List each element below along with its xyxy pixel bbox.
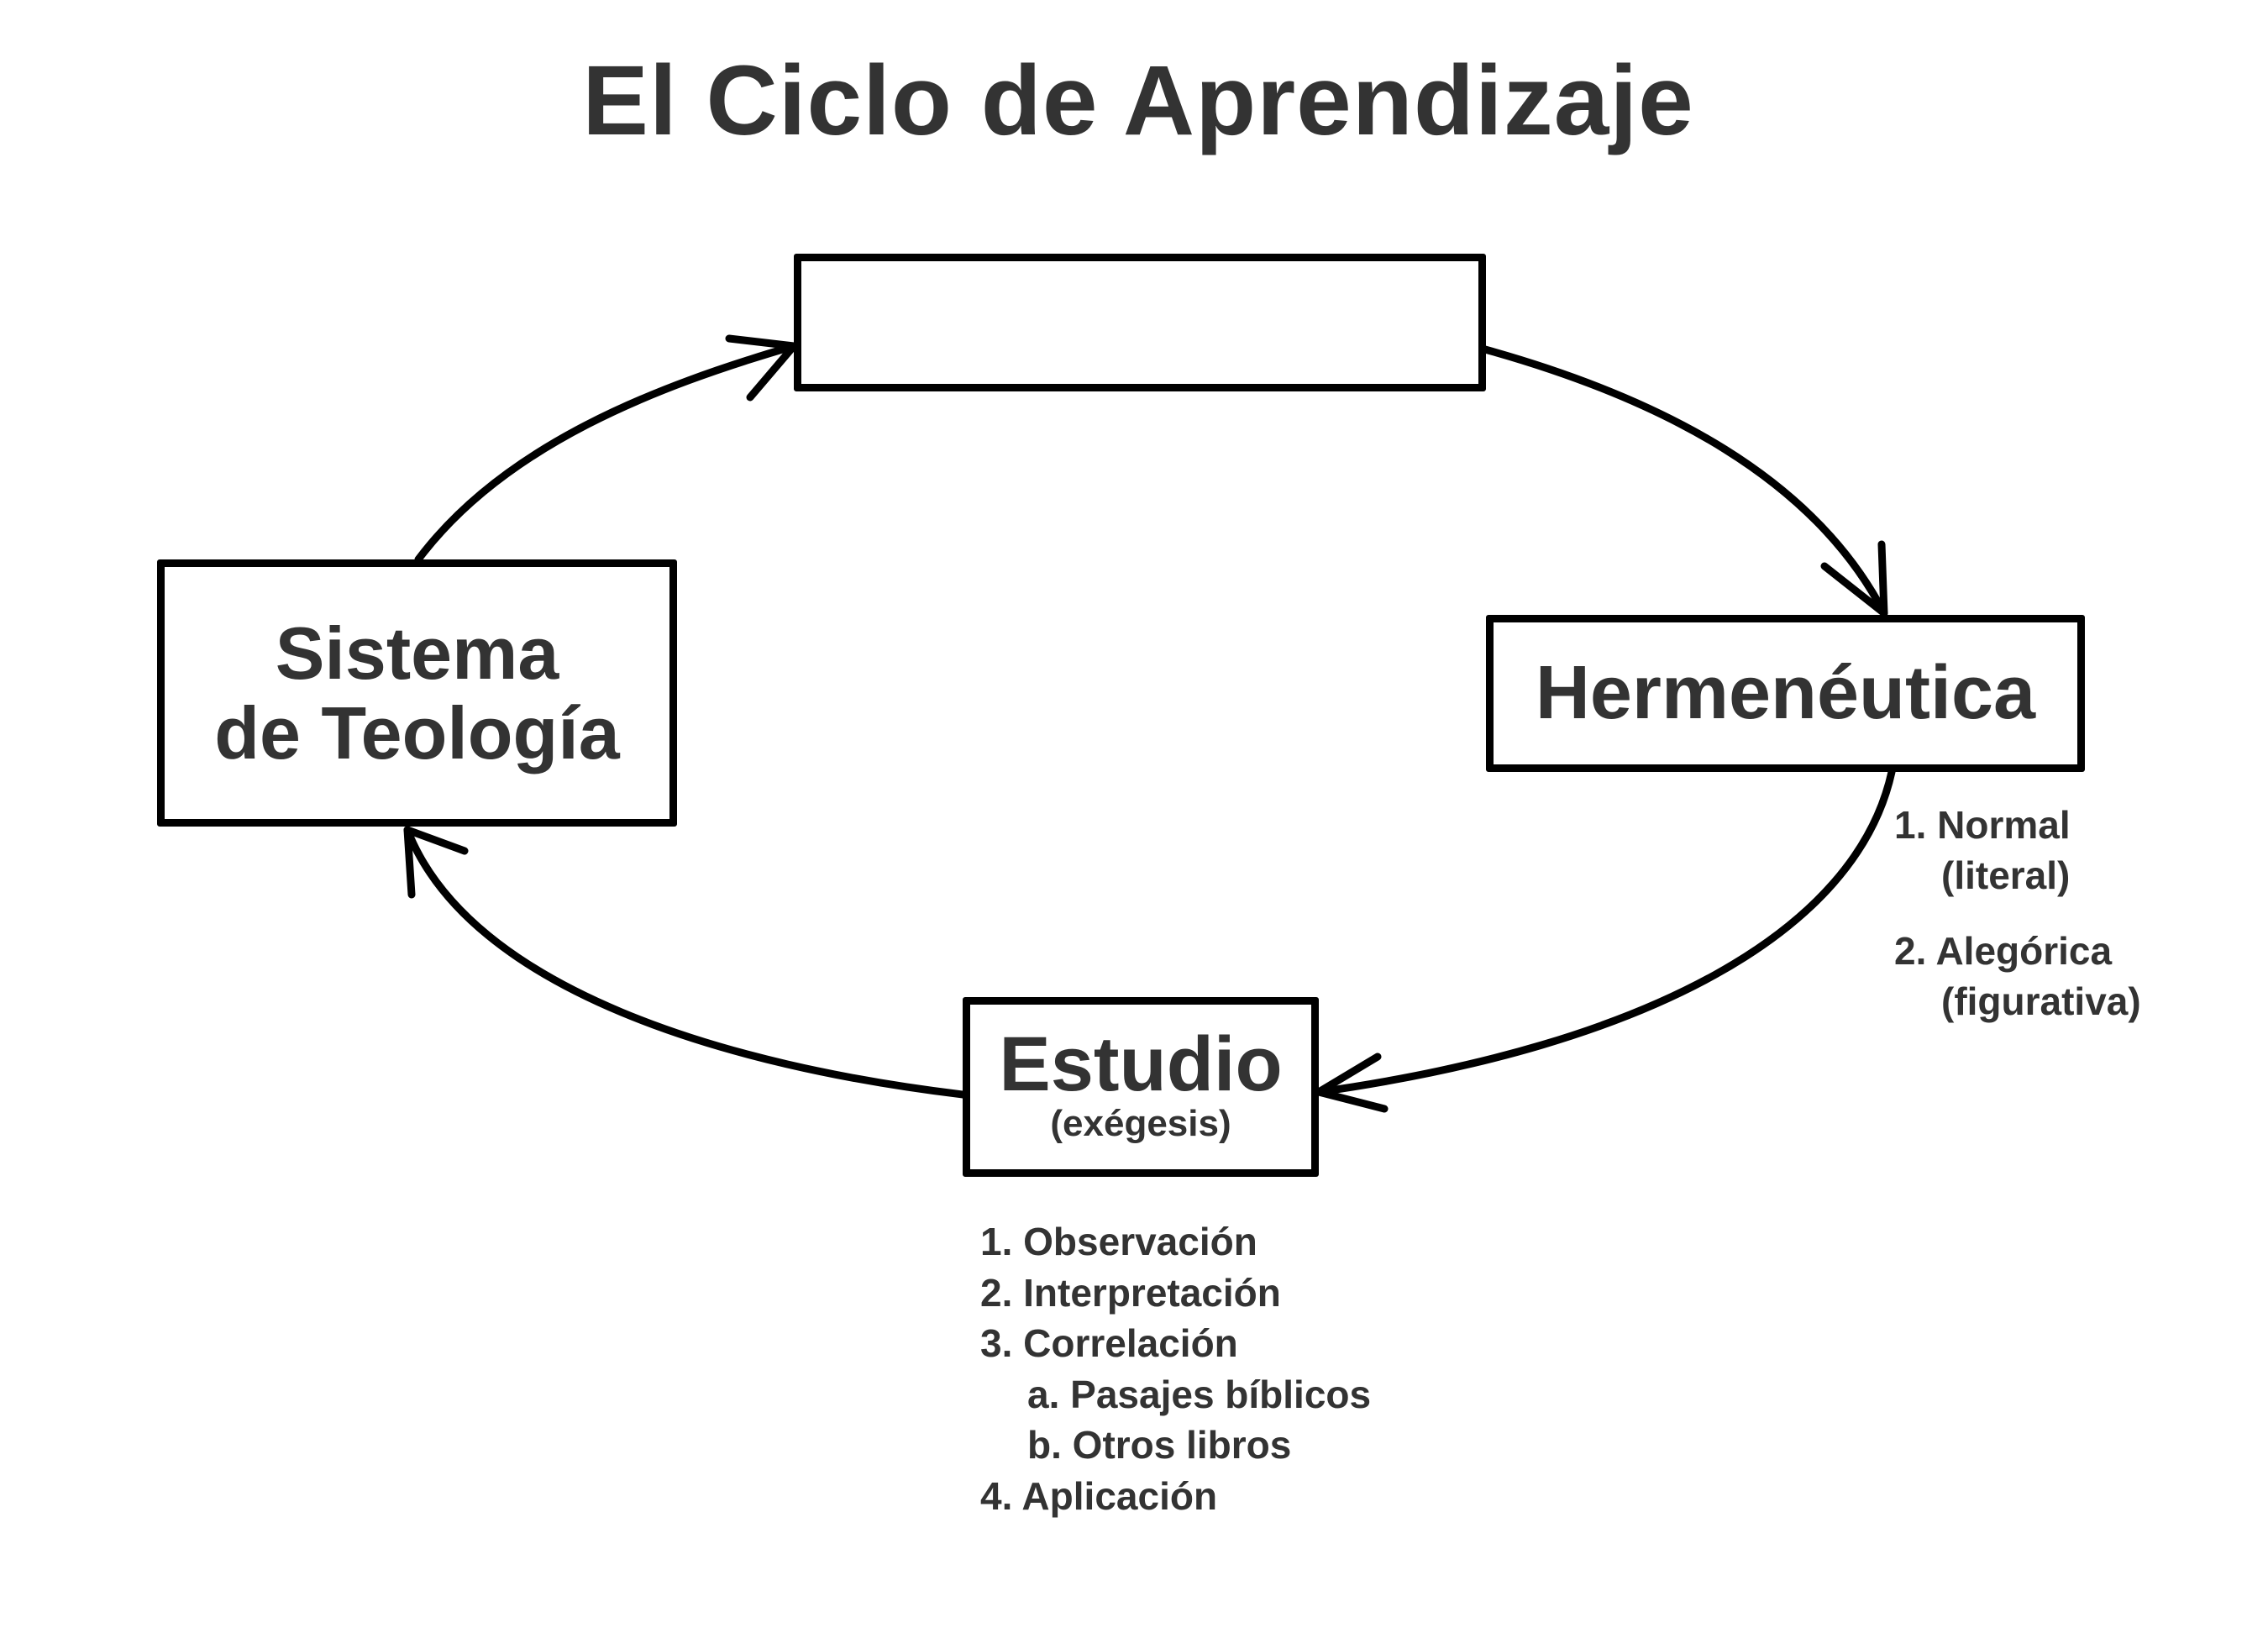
list-item-text: Alegórica (1935, 929, 2113, 973)
arrowhead-bottom (1315, 1053, 1389, 1113)
estudio-list: 1. Observación 2. Interpretación 3. Correl… (980, 1216, 1371, 1521)
list-item: 4. Aplicación (980, 1473, 1218, 1518)
node-estudio: Estudio (exégesis) (963, 997, 1319, 1177)
node-left-line2: de Teología (214, 691, 620, 774)
list-item: 2. Alegórica (1894, 926, 2141, 976)
diagram-title: El Ciclo de Aprendizaje (582, 45, 1694, 156)
list-item: 1. Observación (980, 1220, 1257, 1263)
list-item: 1. Normal (1894, 800, 2141, 850)
node-bottom-sublabel: (exégesis) (1050, 1103, 1231, 1144)
list-item-continuation: (figurativa) (1941, 979, 2141, 1023)
list-item: 2. Interpretación (980, 1270, 1281, 1315)
node-sistema-de-teologia: Sistema de Teología (157, 559, 677, 827)
arrowhead-top (725, 334, 798, 402)
arrow-right-to-bottom (1315, 768, 1896, 1096)
arrow-top-to-right (1481, 345, 1888, 617)
node-bottom-label: Estudio (999, 1021, 1283, 1107)
node-right-label: Hermenéutica (1535, 651, 2036, 735)
list-item-text: Normal (1937, 803, 2071, 847)
node-hermeneutica: Hermenéutica (1486, 615, 2085, 772)
list-subitem: a. Pasajes bíblicos (1027, 1372, 1372, 1416)
arrow-bottom-to-left (403, 826, 967, 1099)
hermeneutica-list: 1. Normal (literal) 2. Alegórica (figura… (1894, 800, 2141, 1026)
list-item-continuation: (literal) (1941, 853, 2071, 897)
arrowhead-right (1820, 540, 1888, 617)
node-left-line1: Sistema (275, 612, 559, 695)
arrowhead-left (403, 826, 469, 899)
arrow-left-to-top (414, 342, 798, 564)
list-item: 3. Correlación (980, 1321, 1238, 1365)
node-top-empty (794, 254, 1486, 391)
list-item-number: 2. (1894, 929, 1927, 973)
list-item-number: 1. (1894, 803, 1927, 847)
list-subitem: b. Otros libros (1027, 1423, 1292, 1467)
